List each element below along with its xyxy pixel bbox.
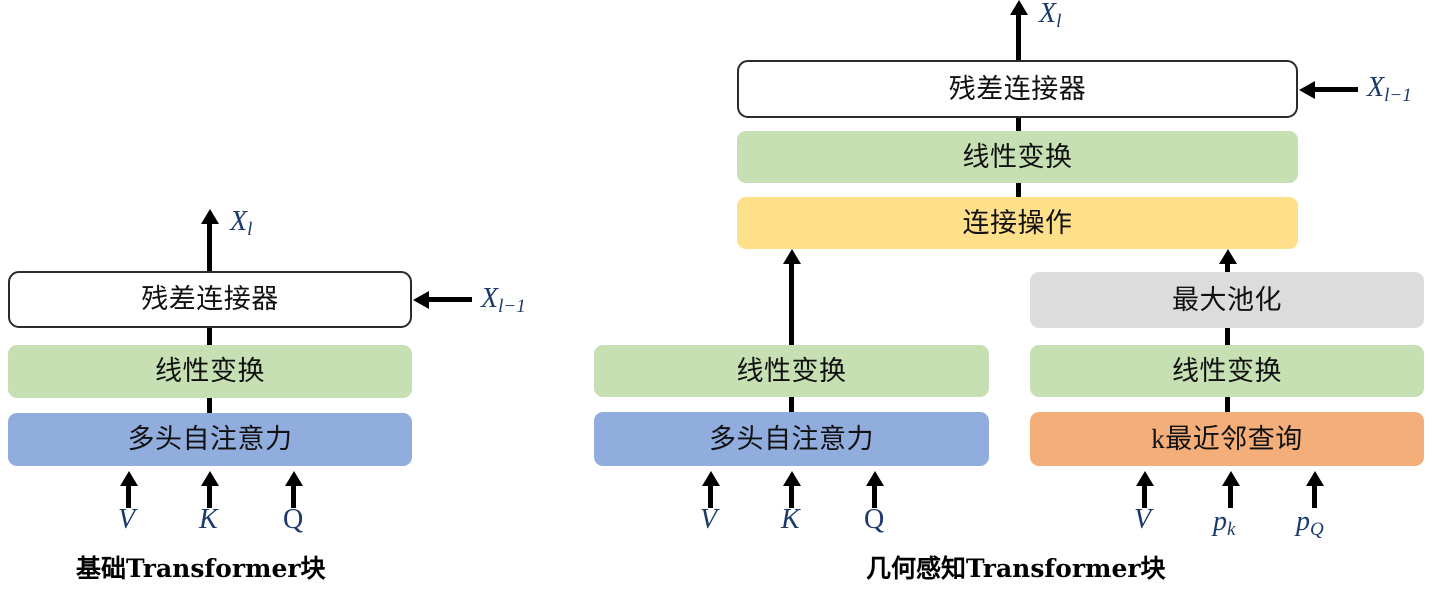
left-residual-input-arrowhead (413, 291, 429, 309)
left-input-arrowhead-v (120, 471, 138, 486)
right-output-arrowhead (1010, 0, 1028, 15)
right-right-branch-connector-linear-knn (1225, 397, 1230, 412)
right-right-branch-to-concat-shaft (1225, 262, 1230, 272)
right-left-input-arrow-shaft-v (708, 484, 713, 508)
right-panel-caption: 几何感知Transformer块 (866, 554, 1166, 583)
left-connector-residual-linear (207, 328, 212, 346)
left-output-label-sub: l (247, 219, 253, 240)
right-right-branch-max-pooling[interactable]: 最大池化 (1030, 272, 1424, 328)
right-right-input-label-pq: pQ (1296, 506, 1324, 540)
right-residual-input-label: Xl−1 (1367, 72, 1412, 106)
right-right-input-arrow-shaft-pq (1312, 484, 1317, 508)
right-left-input-arrow-shaft-q (872, 484, 877, 508)
left-block-residual-connector[interactable]: 残差连接器 (8, 271, 412, 328)
right-left-branch-linear-transform[interactable]: 线性变换 (594, 345, 989, 397)
right-output-arrow-shaft (1016, 13, 1021, 63)
right-right-input-arrow-shaft-v (1142, 484, 1147, 508)
right-block-linear-transform-top[interactable]: 线性变换 (737, 131, 1298, 183)
right-right-input-label-pq-base: p (1296, 506, 1310, 537)
right-left-input-arrow-shaft-k (789, 484, 794, 508)
right-left-input-arrowhead-k (783, 471, 801, 486)
right-right-input-arrowhead-v (1136, 471, 1154, 486)
right-left-input-arrowhead-v (702, 471, 720, 486)
right-right-input-label-v: V (1134, 506, 1151, 537)
left-panel-caption: 基础Transformer块 (76, 554, 326, 583)
right-right-input-label-v-base: V (1134, 504, 1152, 535)
left-residual-input-label: Xl−1 (481, 283, 526, 317)
right-right-branch-connector-pool-linear (1225, 328, 1230, 345)
right-residual-input-label-sub: l−1 (1384, 85, 1412, 106)
right-right-input-label-pq-sub: Q (1310, 519, 1324, 540)
right-right-input-label-pk: pk (1213, 506, 1236, 540)
right-output-label-sub: l (1056, 11, 1062, 32)
left-input-arrow-shaft-q (291, 484, 296, 508)
right-right-branch-linear-transform[interactable]: 线性变换 (1030, 345, 1424, 397)
right-residual-input-arrowhead (1299, 81, 1315, 99)
left-output-arrow-shaft (207, 222, 212, 272)
right-left-input-label-k: K (781, 504, 800, 535)
right-connector-residual-linear (1016, 118, 1021, 131)
left-input-arrowhead-k (201, 471, 219, 486)
right-left-branch-to-concat-arrowhead (783, 249, 801, 264)
right-block-concat-operation[interactable]: 连接操作 (737, 197, 1298, 249)
right-connector-linear-concat (1016, 183, 1021, 197)
left-connector-linear-attention (207, 398, 212, 413)
right-left-input-label-v: V (700, 504, 718, 535)
right-right-branch-knn-query[interactable]: k最近邻查询 (1030, 412, 1424, 466)
right-left-branch-multihead-self-attention[interactable]: 多头自注意力 (594, 412, 989, 466)
right-block-residual-connector[interactable]: 残差连接器 (737, 60, 1298, 118)
left-input-label-q: Q (283, 504, 304, 535)
left-block-multihead-self-attention[interactable]: 多头自注意力 (8, 413, 412, 466)
right-residual-input-label-base: X (1367, 72, 1385, 103)
left-residual-input-label-base: X (481, 283, 499, 314)
right-left-branch-connector-linear-attention (789, 397, 794, 412)
right-left-input-label-q: Q (864, 504, 885, 535)
left-residual-input-line (428, 297, 472, 302)
left-output-arrowhead (201, 209, 219, 224)
right-left-branch-to-concat-shaft (789, 262, 794, 345)
left-input-arrow-shaft-v (126, 484, 131, 508)
right-right-input-arrowhead-pq (1306, 471, 1324, 486)
right-right-input-arrow-shaft-pk (1228, 484, 1233, 508)
left-output-label-base: X (230, 206, 248, 237)
left-input-label-k: K (199, 504, 218, 535)
right-output-label: Xl (1039, 0, 1061, 31)
right-right-input-arrowhead-pk (1222, 471, 1240, 486)
left-output-label: Xl (230, 206, 253, 240)
right-residual-input-line (1314, 87, 1358, 92)
left-block-linear-transform[interactable]: 线性变换 (8, 345, 412, 398)
left-input-arrow-shaft-k (207, 484, 212, 508)
left-input-label-v: V (118, 504, 136, 535)
right-output-label-base: X (1039, 0, 1057, 29)
right-left-input-arrowhead-q (866, 471, 884, 486)
left-input-arrowhead-q (285, 471, 303, 486)
left-residual-input-label-sub: l−1 (498, 296, 526, 317)
right-right-branch-to-concat-arrowhead (1219, 249, 1237, 264)
right-right-input-label-pk-base: p (1213, 506, 1227, 537)
right-right-input-label-pk-sub: k (1227, 519, 1236, 540)
